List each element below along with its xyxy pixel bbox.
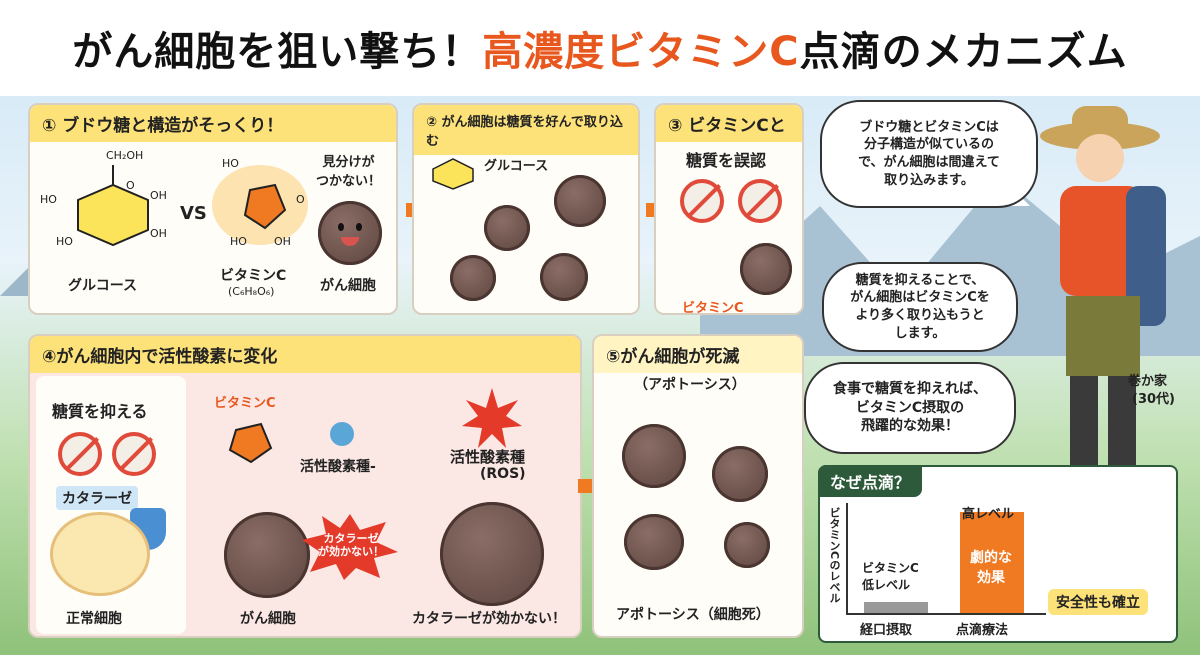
molecule-icon: [330, 422, 354, 446]
glucose-ch2oh: CH₂OH: [106, 149, 144, 162]
graph-axis: [846, 503, 848, 613]
vitc-pentagon-icon: [228, 422, 273, 464]
cancer-cell-d: [540, 253, 588, 301]
glucose-ho1: HO: [40, 193, 57, 206]
x-label-oral: 経口摂取: [860, 623, 913, 638]
vitc-ho2: HO: [230, 235, 247, 248]
speech-bubble-1: ブドウ糖とビタミンCは 分子構造が似ているの で、がん細胞は間違えて 取り込みま…: [820, 100, 1038, 208]
vitc-ho1: HO: [222, 157, 239, 170]
cancer-cell-c: [450, 255, 496, 301]
glucose-oh2: OH: [150, 227, 167, 240]
panel4-cancer-label: がん細胞: [240, 611, 296, 627]
panel5-heading: ⑤がん細胞が死滅: [594, 336, 802, 373]
cancer-cell-b: [484, 205, 530, 251]
why-iv-graph: なぜ点滴？ ビタミンCのレベル ビタミンC 低レベル 高レベル 劇的な 効果 経…: [818, 465, 1178, 643]
panel2-heading: ② がん細胞は糖質を好んで取り込む: [414, 105, 638, 155]
cancer-cell-a: [554, 175, 606, 227]
normal-cell-icon: [50, 512, 150, 596]
normal-cell-label: 正常細胞: [66, 611, 122, 627]
cancer-cell-icon: [318, 201, 382, 265]
suppress-sugar-label: 糖質を抑える: [52, 402, 148, 421]
safety-label: 安全性も確立: [1048, 589, 1148, 615]
apoptosis-label: アポトーシス（細胞死）: [616, 607, 770, 623]
catalase-fail-label: カタラーゼが効かない！: [412, 611, 566, 627]
dying-cell-1: [622, 424, 686, 488]
glucose-small-icon: [432, 158, 474, 190]
title-part3: 点滴のメカニズム: [799, 29, 1128, 75]
panel4-vitc: ビタミンC: [214, 396, 276, 411]
title-part1: がん細胞を狙い撃ち！: [72, 29, 483, 75]
vs-label: VS: [180, 203, 207, 224]
panel-misrecognize: ③ ビタミンCと 糖質を誤認 ビタミンC: [654, 103, 804, 315]
no-rice-icon-2: [58, 432, 102, 476]
panel5-sub: （アポトーシス）: [634, 377, 746, 393]
speech-bubble-3: 食事で糖質を抑えれば、 ビタミンC摂取の 飛躍的な効果！: [804, 362, 1016, 454]
glucose-molecule-icon: [77, 165, 149, 247]
panel-apoptosis: ⑤がん細胞が死滅 （アポトーシス） アポトーシス（細胞死）: [592, 334, 804, 638]
cancer-cell-angry: [740, 243, 792, 295]
panel2-glucose-label: グルコース: [484, 159, 549, 174]
no-rice-icon: [680, 179, 724, 223]
cancer-label: がん細胞: [320, 278, 376, 294]
high-level-label: 高レベル: [962, 507, 1015, 522]
ros-starburst-icon: [462, 388, 522, 448]
speech-bubble-2: 糖質を抑えることで、 がん細胞はビタミンCを より多く取り込もうと します。: [822, 262, 1018, 352]
page-title: がん細胞を狙い撃ち！ 高濃度ビタミンC 点滴のメカニズム: [0, 0, 1200, 96]
panel-structure: ① ブドウ糖と構造がそっくり！ CH₂OH HO OH HO OH O グルコー…: [28, 103, 398, 315]
panel-ros: ④がん細胞内で活性酸素に変化 糖質を抑える カタラーゼ 正常細胞 ビタミンC 活…: [28, 334, 582, 638]
glucose-o: O: [126, 179, 135, 192]
panel1-heading: ① ブドウ糖と構造がそっくり！: [30, 105, 396, 142]
ros-abbr: (ROS): [480, 466, 526, 482]
panel4-heading: ④がん細胞内で活性酸素に変化: [30, 336, 580, 373]
glucose-ho2: HO: [56, 235, 73, 248]
no-bread-icon: [738, 179, 782, 223]
vitc-formula: (C₆H₈O₆): [228, 285, 275, 298]
ros-pre-label: 活性酸素種-: [300, 459, 376, 475]
speech-confused: 見分けが つかない！: [316, 155, 382, 189]
dying-cell-4: [724, 522, 770, 568]
graph-baseline: [846, 613, 1046, 615]
vitc-o: O: [296, 193, 305, 206]
no-bread-icon-2: [112, 432, 156, 476]
graph-heading: なぜ点滴？: [818, 465, 923, 497]
vitc-oh: OH: [274, 235, 291, 248]
title-part2: 高濃度ビタミンC: [482, 29, 800, 75]
vitaminc-molecule-icon: [212, 165, 308, 245]
dying-cell-3: [624, 514, 684, 570]
x-label-iv: 点滴療法: [956, 623, 1009, 638]
vitc-label: ビタミンC: [220, 268, 287, 284]
graph-yaxis-label: ビタミンCのレベル: [828, 507, 841, 604]
low-level-label: ビタミンC 低レベル: [862, 561, 919, 592]
dying-cell-2: [712, 446, 768, 502]
bar-iv: [960, 511, 1024, 613]
glucose-oh1: OH: [150, 189, 167, 202]
cancer-cell-smirk: [224, 512, 310, 598]
bar-oral: [864, 602, 928, 613]
glucose-label: グルコース: [68, 278, 138, 294]
catalase-label: カタラーゼ: [56, 486, 138, 510]
effect-label: 劇的な 効果: [970, 550, 1012, 586]
cancer-cell-pain: [440, 502, 544, 606]
catalase-fail-burst: カタラーゼ が効かない！: [318, 532, 384, 559]
panel-uptake: ② がん細胞は糖質を好んで取り込む グルコース: [412, 103, 640, 315]
ros-label: 活性酸素種: [450, 448, 526, 466]
person-age: (30代): [1132, 392, 1175, 407]
panel3-vitc: ビタミンC: [682, 301, 744, 315]
panel3-sub: 糖質を誤認: [686, 151, 767, 170]
panel3-heading: ③ ビタミンCと: [656, 105, 802, 142]
catalase-starburst-icon: [302, 514, 398, 580]
person-name: 巻か家: [1128, 374, 1168, 389]
